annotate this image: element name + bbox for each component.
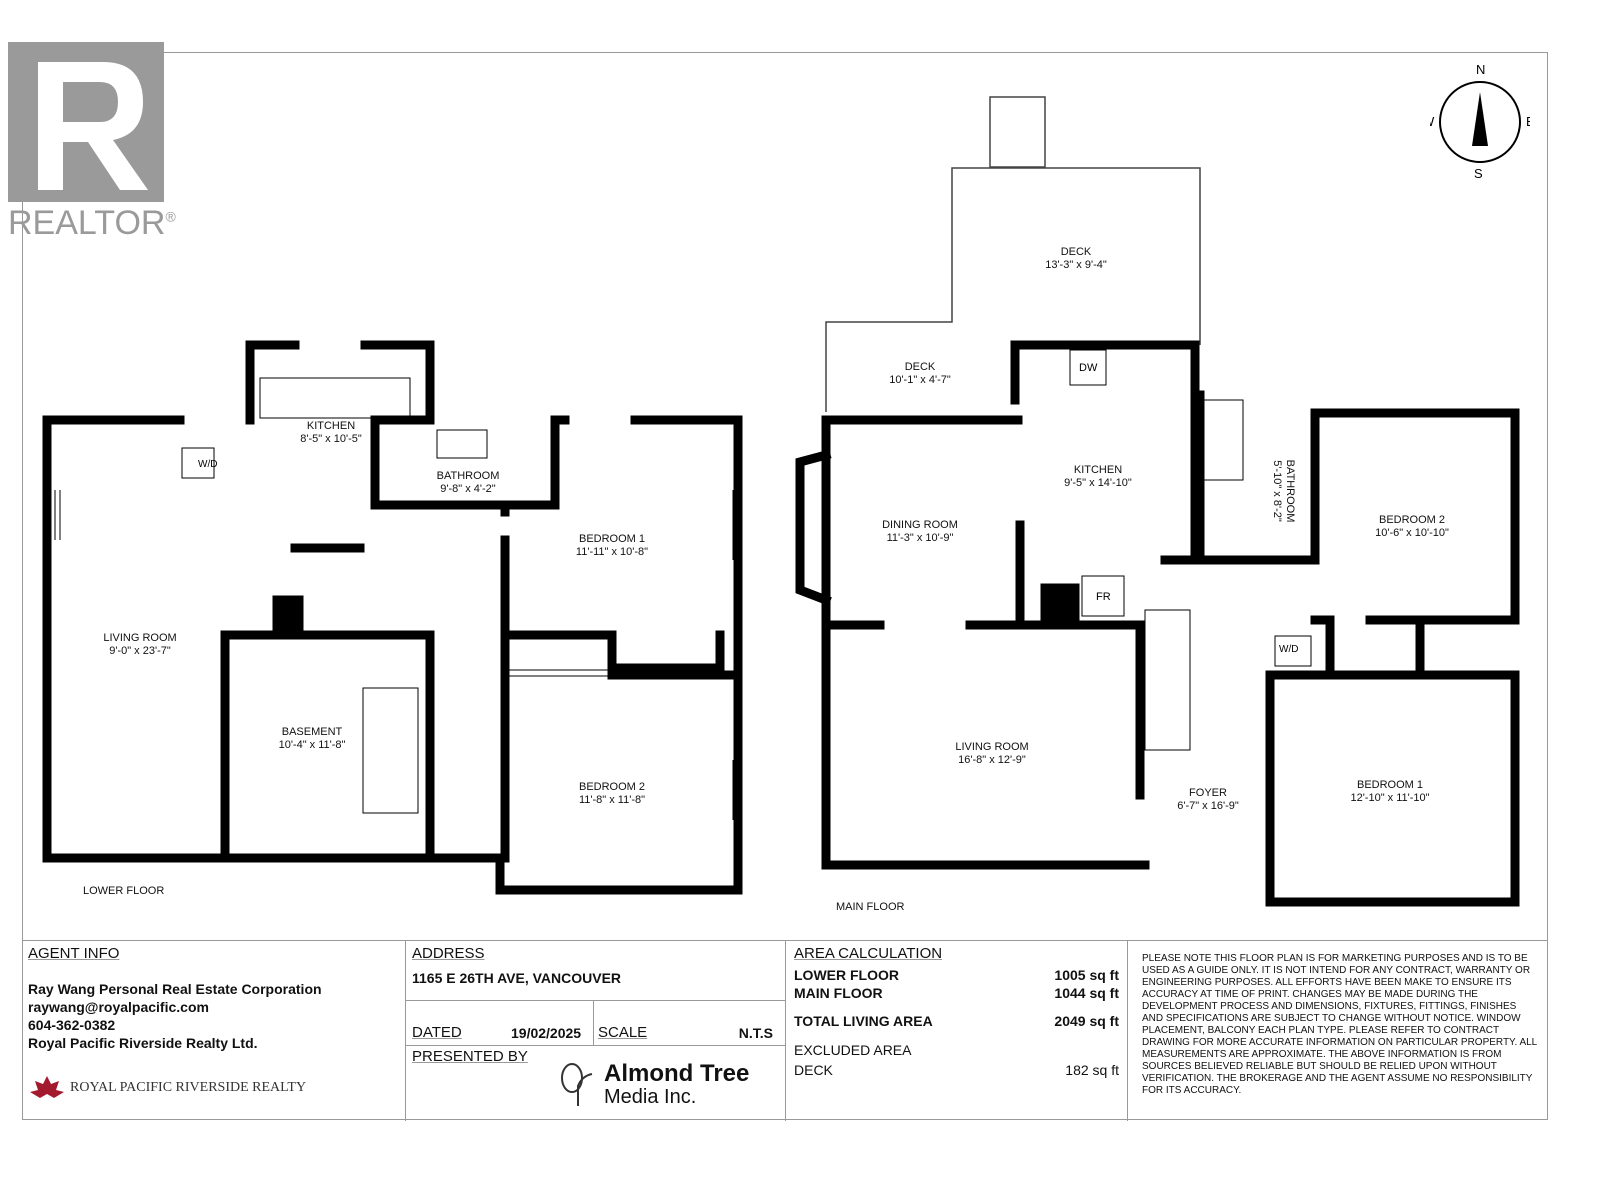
almond-tree-logo: Almond Tree Media Inc. bbox=[556, 1060, 749, 1110]
maple-leaf-icon bbox=[30, 1076, 64, 1098]
address-value: 1165 E 26TH AVE, VANCOUVER bbox=[412, 970, 622, 986]
main-fr-label: FR bbox=[1096, 591, 1111, 603]
compass-s: S bbox=[1474, 166, 1483, 180]
almond-icon bbox=[561, 1063, 593, 1106]
realtor-r-icon bbox=[8, 42, 164, 202]
info-block: AGENT INFO Ray Wang Personal Real Estate… bbox=[22, 940, 1548, 1121]
realtor-logo: REALTOR® bbox=[8, 42, 176, 243]
agent-phone: 604-362-0382 bbox=[28, 1017, 116, 1033]
main-floor-deck bbox=[825, 96, 1201, 412]
main-floor-label: MAIN FLOOR bbox=[836, 901, 905, 913]
disclaimer-text: PLEASE NOTE THIS FLOOR PLAN IS FOR MARKE… bbox=[1142, 953, 1537, 1096]
scale-label: SCALE bbox=[598, 1024, 648, 1041]
lower-floor-label: LOWER FLOOR bbox=[83, 885, 165, 897]
agent-name: Ray Wang Personal Real Estate Corporatio… bbox=[28, 981, 322, 997]
lower-wd-label: W/D bbox=[198, 459, 217, 470]
address-section: ADDRESS 1165 E 26TH AVE, VANCOUVER DATED… bbox=[405, 941, 785, 1121]
main-dw-label: DW bbox=[1079, 362, 1098, 374]
disclaimer-section: PLEASE NOTE THIS FLOOR PLAN IS FOR MARKE… bbox=[1127, 941, 1548, 1121]
excluded-header: EXCLUDED AREA bbox=[794, 1042, 912, 1058]
floor-plan-drawing: W/D DW FR W/D bbox=[42, 96, 1520, 907]
compass-icon: N E S W bbox=[1430, 62, 1530, 180]
main-floor-walls bbox=[795, 340, 1520, 907]
dated-label: DATED bbox=[412, 1024, 462, 1041]
lower-floor-walls bbox=[42, 340, 743, 895]
compass-e: E bbox=[1526, 114, 1530, 129]
scale-value: N.T.S bbox=[738, 1025, 773, 1041]
main-wd-label: W/D bbox=[1279, 644, 1298, 655]
compass-w: W bbox=[1430, 114, 1435, 129]
agent-info-section: AGENT INFO Ray Wang Personal Real Estate… bbox=[22, 941, 405, 1121]
area-header: AREA CALCULATION bbox=[794, 945, 943, 962]
agent-brokerage: Royal Pacific Riverside Realty Ltd. bbox=[28, 1035, 258, 1051]
royal-pacific-logo: ROYAL PACIFIC RIVERSIDE REALTY bbox=[28, 1074, 399, 1102]
agent-email: raywang@royalpacific.com bbox=[28, 999, 209, 1015]
dated-value: 19/02/2025 bbox=[511, 1025, 582, 1041]
compass-n: N bbox=[1476, 62, 1485, 77]
address-header: ADDRESS bbox=[412, 945, 485, 962]
agent-info-header: AGENT INFO bbox=[28, 945, 120, 962]
presented-by-label: PRESENTED BY bbox=[412, 1048, 528, 1065]
